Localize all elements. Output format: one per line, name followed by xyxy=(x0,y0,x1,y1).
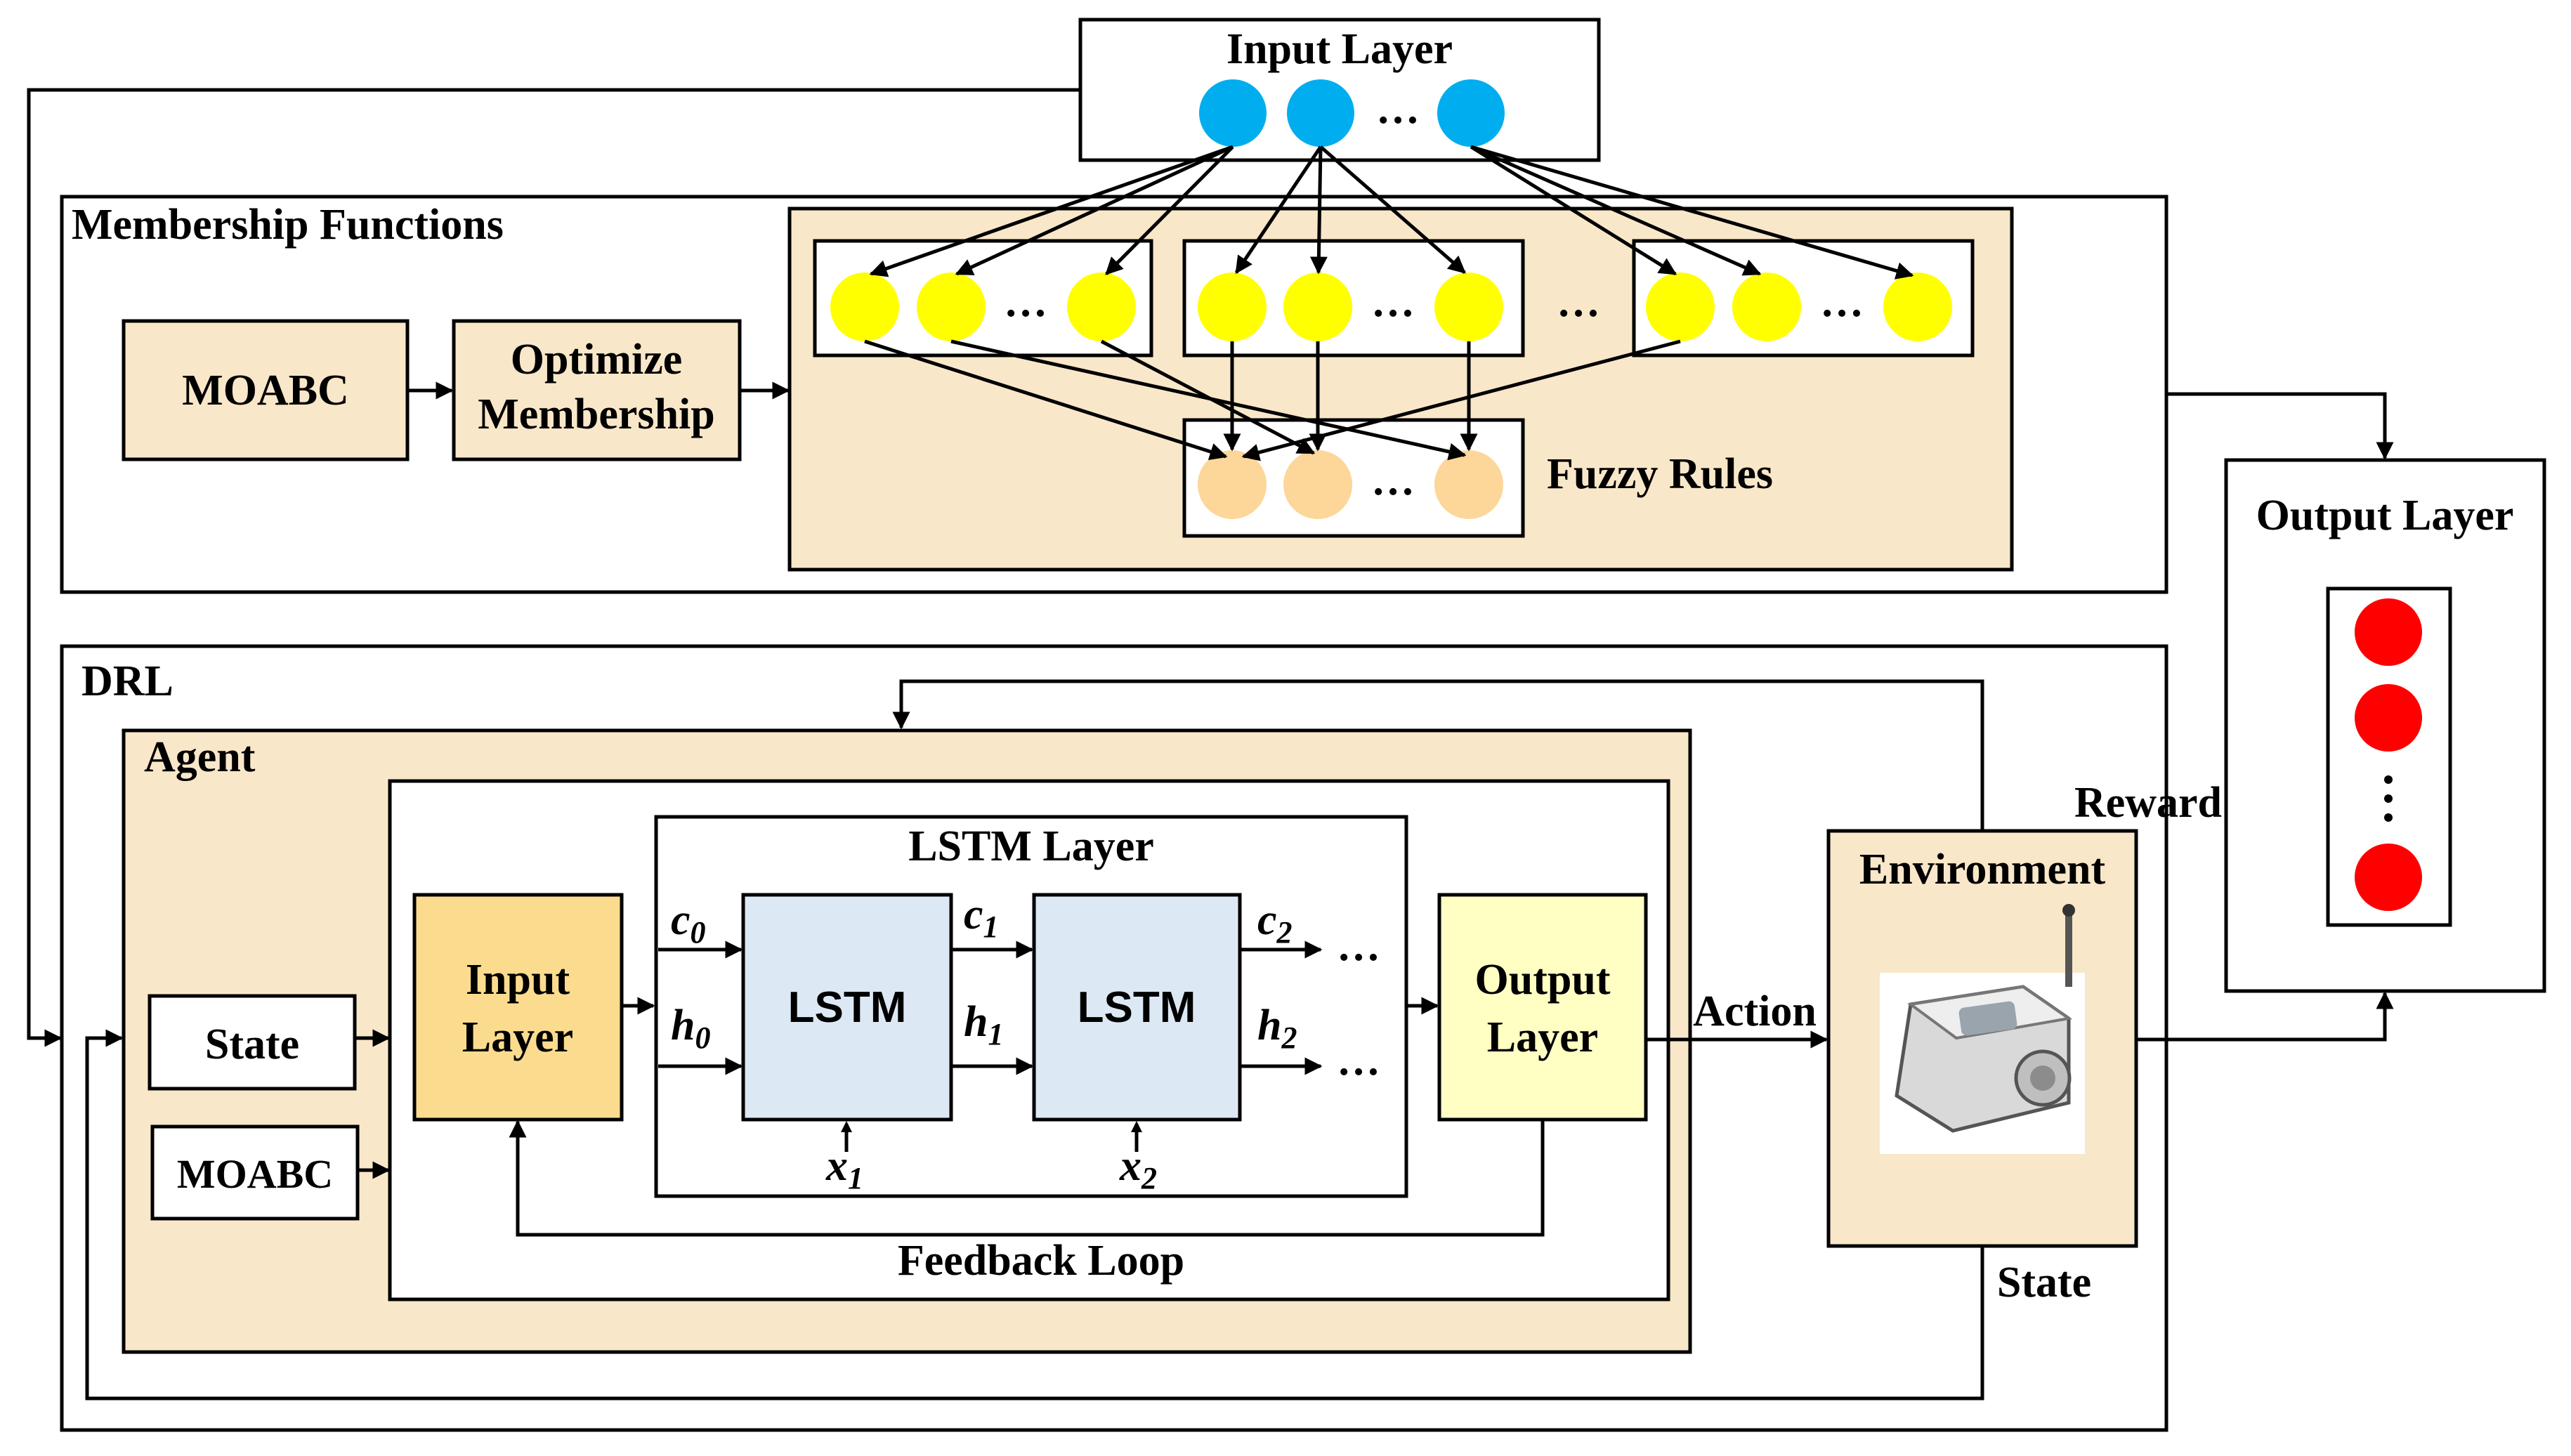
membership-node xyxy=(1434,273,1503,341)
membership-node xyxy=(1646,273,1715,341)
output-layer-title: Output Layer xyxy=(2256,492,2514,539)
moabc-agent-label: MOABC xyxy=(177,1151,333,1197)
membership-node xyxy=(1198,273,1267,341)
state-input-label: State xyxy=(205,1021,299,1068)
agent-input-layer-box xyxy=(412,893,624,1122)
lstm-layer-title: LSTM Layer xyxy=(908,822,1154,870)
input-node xyxy=(1199,79,1267,147)
x1-label: x1 xyxy=(825,1142,863,1195)
membership-ellipsis: … xyxy=(1004,278,1047,326)
sensor-device-icon xyxy=(1880,904,2085,1154)
membership-ellipsis: … xyxy=(1371,278,1415,326)
input-node-ellipsis: … xyxy=(1376,85,1420,133)
agent-title: Agent xyxy=(144,733,256,781)
membership-node xyxy=(1283,273,1352,341)
agent-output-layer-box xyxy=(1437,893,1648,1122)
membership-node xyxy=(1883,273,1952,341)
h0-label: h0 xyxy=(671,1002,710,1055)
lstm-cell-2 xyxy=(1032,893,1242,1122)
rule-node xyxy=(1434,450,1503,519)
lstm-cell-1-label: LSTM xyxy=(788,983,907,1032)
membership-node xyxy=(1067,273,1136,341)
input-to-agent-connector xyxy=(27,88,1080,1047)
agent-input-label-line1: Input xyxy=(466,956,570,1004)
rule-ellipsis: … xyxy=(1371,457,1415,504)
state-input-box xyxy=(148,994,357,1091)
membership-to-rule-arrows xyxy=(864,339,1681,461)
input-to-membership-arrows xyxy=(869,145,1914,280)
c1-label: c1 xyxy=(964,891,999,944)
input-node xyxy=(1287,79,1354,147)
action-label: Action xyxy=(1693,988,1817,1035)
membership-node xyxy=(830,273,899,341)
x2-label: x2 xyxy=(1119,1142,1157,1195)
membership-node xyxy=(917,273,986,341)
moabc-box xyxy=(122,319,410,461)
input-layer-title: Input Layer xyxy=(1226,25,1453,73)
reward-label: Reward xyxy=(2074,779,2222,827)
feedback-loop-label: Feedback Loop xyxy=(898,1237,1184,1285)
output-dots xyxy=(2384,775,2393,784)
c2-label: c2 xyxy=(1257,896,1293,950)
moabc-agent-box xyxy=(150,1124,360,1221)
membership-ellipsis: … xyxy=(1820,278,1864,326)
groups-ellipsis: … xyxy=(1557,278,1600,326)
lstm-cell-2-label: LSTM xyxy=(1078,983,1196,1032)
output-node xyxy=(2355,684,2422,752)
environment-title: Environment xyxy=(1859,846,2106,893)
optimize-membership-box xyxy=(452,319,742,461)
output-node xyxy=(2355,598,2422,666)
moabc-label: MOABC xyxy=(182,367,349,414)
h2-label: h2 xyxy=(1257,1002,1297,1055)
rule-node xyxy=(1198,450,1267,519)
drl-title: DRL xyxy=(81,657,174,705)
agent-input-label-line2: Layer xyxy=(462,1014,573,1061)
c0-label: c0 xyxy=(671,896,706,950)
fuzzy-rules-label: Fuzzy Rules xyxy=(1547,450,1773,498)
state-env-label: State xyxy=(1997,1259,2091,1306)
h1-label: h1 xyxy=(964,998,1003,1051)
optimize-label-line2: Membership xyxy=(478,391,715,438)
optimize-label-line1: Optimize xyxy=(511,336,683,383)
agent-output-label-line1: Output xyxy=(1475,956,1611,1004)
agent-output-label-line2: Layer xyxy=(1487,1014,1598,1061)
membership-to-output-connector xyxy=(2166,392,2394,460)
output-node xyxy=(2355,844,2422,911)
output-dots xyxy=(2384,794,2393,803)
output-dots xyxy=(2384,813,2393,822)
membership-functions-title: Membership Functions xyxy=(72,201,504,249)
input-node xyxy=(1437,79,1505,147)
h2-ellipsis: … xyxy=(1337,1037,1380,1084)
rule-node xyxy=(1283,450,1352,519)
output-layer-box: Output Layer xyxy=(2224,458,2546,993)
input-layer-box: Input Layer … xyxy=(1078,18,1601,162)
c2-ellipsis: … xyxy=(1337,922,1380,970)
membership-node xyxy=(1732,273,1801,341)
lstm-cell-1 xyxy=(741,893,953,1122)
drl-box: DRL Agent LSTM Layer State MOABC Input L… xyxy=(60,644,2222,1432)
environment-to-output-connector xyxy=(2136,991,2394,1042)
